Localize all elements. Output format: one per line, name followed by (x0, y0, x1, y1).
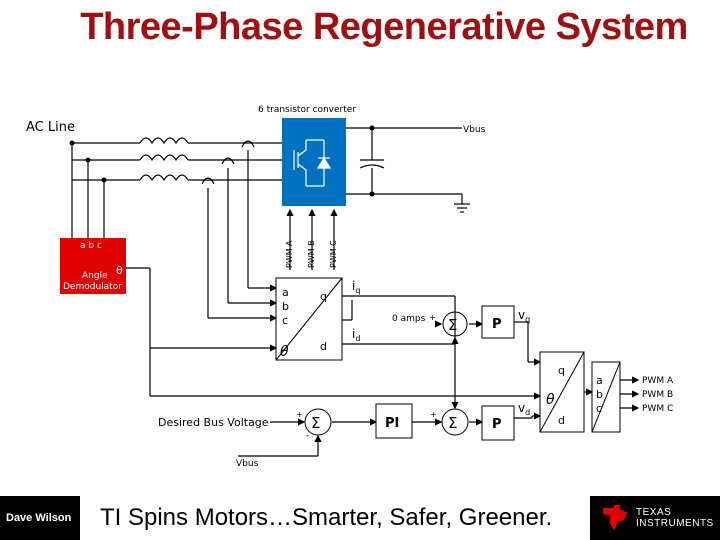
park-d-label: d (320, 340, 327, 353)
park-transform-block: a b c θ q d (275, 277, 343, 361)
out-pwm-b-label: PWM B (642, 390, 673, 400)
svg-text:Σ: Σ (448, 414, 457, 432)
sum3-plus: + (430, 410, 437, 419)
theta-bus (126, 267, 542, 400)
inv-d-label: d (558, 414, 565, 427)
vq-label: vq (518, 308, 530, 324)
angle-demodulator-block (60, 238, 126, 294)
desired-bus-voltage-label: Desired Bus Voltage (158, 416, 269, 429)
svg-text:P: P (492, 317, 502, 332)
out-pwm-a-label: PWM A (642, 376, 674, 386)
svg-text:PI: PI (385, 416, 399, 431)
page-title: Three-Phase Regenerative System (80, 6, 688, 48)
p-controller-1: P (481, 305, 515, 339)
svm-a-label: a (596, 374, 603, 387)
pwm-outputs (620, 376, 640, 412)
bus-voltage-loop (238, 295, 542, 457)
pwm-b-label: PWM B (307, 240, 316, 268)
park-a-label: a (282, 286, 289, 299)
vbus-bottom-label: Vbus (236, 459, 259, 469)
ac-line-wires (71, 137, 282, 322)
inverse-park-block: q θ d (539, 351, 585, 433)
system-diagram: 6 transistor converter AC Line Vbus (26, 105, 674, 469)
svg-text:P: P (492, 417, 502, 432)
sum2-minus: - (306, 431, 309, 441)
vbus-top-label: Vbus (463, 125, 486, 135)
park-c-label: c (282, 314, 288, 327)
pwm-c-label: PWM C (329, 240, 338, 268)
pwm-a-label: PWM A (285, 240, 294, 268)
ac-line-label: AC Line (26, 120, 75, 135)
zero-amps-label: 0 amps (392, 314, 426, 324)
ti-logo-icon (603, 505, 627, 530)
id-label: id (352, 327, 360, 343)
demodulator-label: Demodulator (63, 282, 122, 292)
dc-bus (346, 127, 470, 213)
svm-c-label: c (596, 402, 602, 415)
angle-label: Angle (82, 271, 108, 281)
out-pwm-c-label: PWM C (642, 404, 673, 414)
vd-label: vd (518, 401, 530, 417)
svm-b-label: b (596, 388, 603, 401)
sum2-plus: + (296, 410, 303, 419)
abc-input-label: a b c (80, 241, 102, 251)
footer-right-bar: TEXAS INSTRUMENTS (590, 496, 720, 540)
park-b-label: b (282, 300, 289, 313)
sum1-plus: + (429, 313, 436, 322)
converter-label: 6 transistor converter (258, 105, 356, 115)
footer-slogan: TI Spins Motors…Smarter, Safer, Greener. (100, 504, 553, 531)
park-theta-label: θ (280, 344, 289, 360)
p-controller-2: P (481, 405, 515, 441)
park-q-label: q (320, 290, 327, 303)
pi-controller: PI (375, 403, 413, 439)
sum-junction-2: Σ (304, 408, 332, 436)
theta-output-label: θ (116, 264, 123, 277)
pwm-inputs (286, 208, 338, 270)
iq-label: iq (352, 279, 360, 295)
inv-q-label: q (558, 364, 565, 377)
sum-junction-3: Σ (441, 408, 469, 436)
svm-block: a b c (591, 361, 621, 433)
footer: Dave Wilson TI Spins Motors…Smarter, Saf… (0, 496, 720, 540)
author-name: Dave Wilson (6, 512, 72, 524)
svg-text:Σ: Σ (448, 316, 457, 334)
ti-wordmark: TEXAS INSTRUMENTS (636, 507, 714, 529)
svg-text:Σ: Σ (311, 414, 320, 432)
footer-left-bar: Dave Wilson (0, 496, 80, 540)
converter-block (282, 118, 346, 206)
inv-theta-label: θ (546, 392, 555, 408)
transistor-icon (293, 139, 332, 187)
